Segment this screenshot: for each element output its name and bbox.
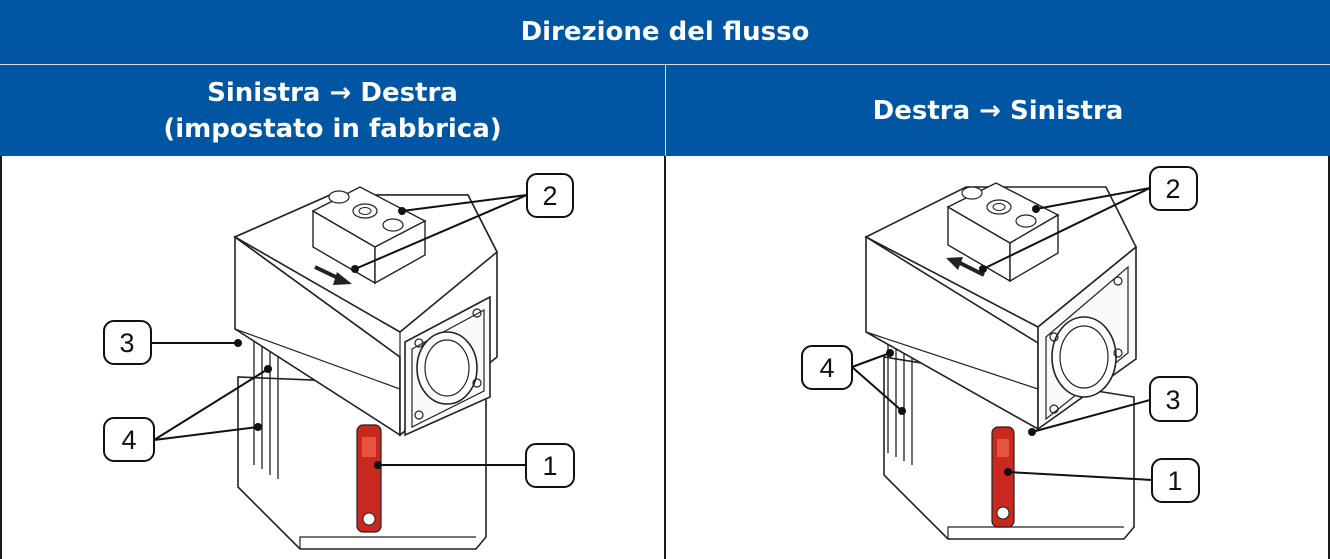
cell-border-right — [1328, 156, 1330, 559]
svg-text:2: 2 — [542, 181, 557, 211]
callout-1-right: 1 — [1151, 458, 1200, 503]
device-drawing-right: 2 4 3 1 — [801, 166, 1200, 540]
cooling-fins-left — [253, 335, 279, 479]
illustration-right-to-left: 2 4 3 1 — [666, 157, 1330, 559]
callout-1-left: 1 — [525, 443, 575, 488]
svg-text:3: 3 — [1165, 385, 1180, 415]
svg-text:4: 4 — [121, 425, 136, 455]
callout-4-left: 4 — [103, 417, 155, 462]
column-header-left: Sinistra → Destra (impostato in fabbrica… — [0, 65, 665, 156]
callout-4-right: 4 — [801, 345, 853, 390]
table-title-text: Direzione del flusso — [520, 17, 810, 47]
svg-text:4: 4 — [819, 353, 834, 383]
callout-2-right: 2 — [1149, 166, 1198, 211]
column-header-right: Destra → Sinistra — [666, 65, 1330, 156]
svg-text:2: 2 — [1165, 174, 1180, 204]
column-header-right-text: Destra → Sinistra — [872, 95, 1124, 126]
callout-3-right: 3 — [1149, 376, 1198, 422]
illustration-left-to-right: 2 3 4 1 — [0, 157, 664, 559]
svg-text:1: 1 — [1167, 466, 1182, 496]
device-drawing-left: 2 3 4 1 — [103, 173, 575, 550]
column-header-divider — [665, 65, 666, 156]
callout-2-left: 2 — [526, 173, 574, 218]
cell-border-middle — [664, 156, 666, 559]
svg-text:3: 3 — [119, 328, 134, 358]
column-header-left-line1: Sinistra → Destra — [207, 77, 458, 108]
cell-border-left — [0, 156, 2, 559]
callout-3-left: 3 — [103, 320, 152, 365]
header-divider — [0, 64, 1330, 65]
svg-text:1: 1 — [542, 451, 557, 481]
column-header-left-line2: (impostato in fabbrica) — [163, 113, 502, 144]
table-title: Direzione del flusso — [0, 0, 1330, 64]
